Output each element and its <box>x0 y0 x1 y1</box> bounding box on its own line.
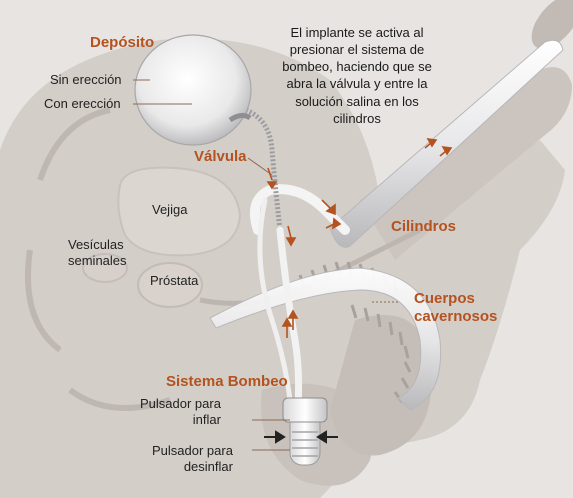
bladder <box>117 166 242 257</box>
label-prostata: Próstata <box>150 273 199 288</box>
penis-shaft <box>360 67 572 261</box>
flow-arrows <box>266 138 453 338</box>
squeeze-arrows <box>264 430 338 444</box>
seminal-vesicle <box>82 253 128 283</box>
reservoir <box>134 34 252 146</box>
tubing-return <box>257 197 293 403</box>
cylinder-inner <box>250 184 350 235</box>
prostate <box>137 262 203 308</box>
heading-sistema-bombeo: Sistema Bombeo <box>166 373 288 390</box>
description-line: solución salina en los <box>295 93 419 109</box>
heading-cuerpos-line1: Cuerpos <box>414 290 475 307</box>
description-line: abra la válvula y entre la <box>286 76 428 92</box>
heading-valvula: Válvula <box>194 148 247 165</box>
reservoir-neck <box>228 112 252 123</box>
label-sin-ereccion: Sin erección <box>50 72 122 87</box>
description-line: bombeo, haciendo que se <box>282 59 432 75</box>
description-text: El implante se activa al presionar el si… <box>262 24 452 127</box>
description-line: El implante se activa al <box>290 25 424 40</box>
label-pulsador-inflar: Pulsador para inflar <box>140 396 221 429</box>
leader-lines <box>133 79 398 451</box>
heading-cuerpos-cavernosos: Cuerpos cavernosos <box>414 290 497 326</box>
glans <box>531 0 573 49</box>
cylinder-erect <box>329 39 564 248</box>
pump-ribs <box>292 431 318 457</box>
label-desinflar-line2: desinflar <box>183 459 233 475</box>
label-vesiculas-line1: Vesículas <box>68 237 124 252</box>
heading-cuerpos-line2: cavernosos <box>414 308 498 325</box>
label-inflar-line1: Pulsador para <box>140 396 221 411</box>
label-pulsador-desinflar: Pulsador para desinflar <box>152 443 233 476</box>
heading-cilindros: Cilindros <box>391 218 457 235</box>
organ-outline <box>25 107 171 411</box>
label-vesiculas-seminales: Vesículas seminales <box>68 237 127 270</box>
label-vesiculas-line2: seminales <box>68 253 127 269</box>
label-desinflar-line1: Pulsador para <box>152 443 233 458</box>
label-con-ereccion: Con erección <box>44 96 121 111</box>
tubing-main <box>276 226 303 409</box>
label-vejiga: Vejiga <box>152 202 188 217</box>
description-line: cilindros <box>333 110 381 126</box>
pump-head <box>282 397 328 423</box>
label-inflar-line2: inflar <box>192 412 221 428</box>
heading-deposito: Depósito <box>90 34 155 51</box>
description-line: presionar el sistema de <box>289 42 425 58</box>
